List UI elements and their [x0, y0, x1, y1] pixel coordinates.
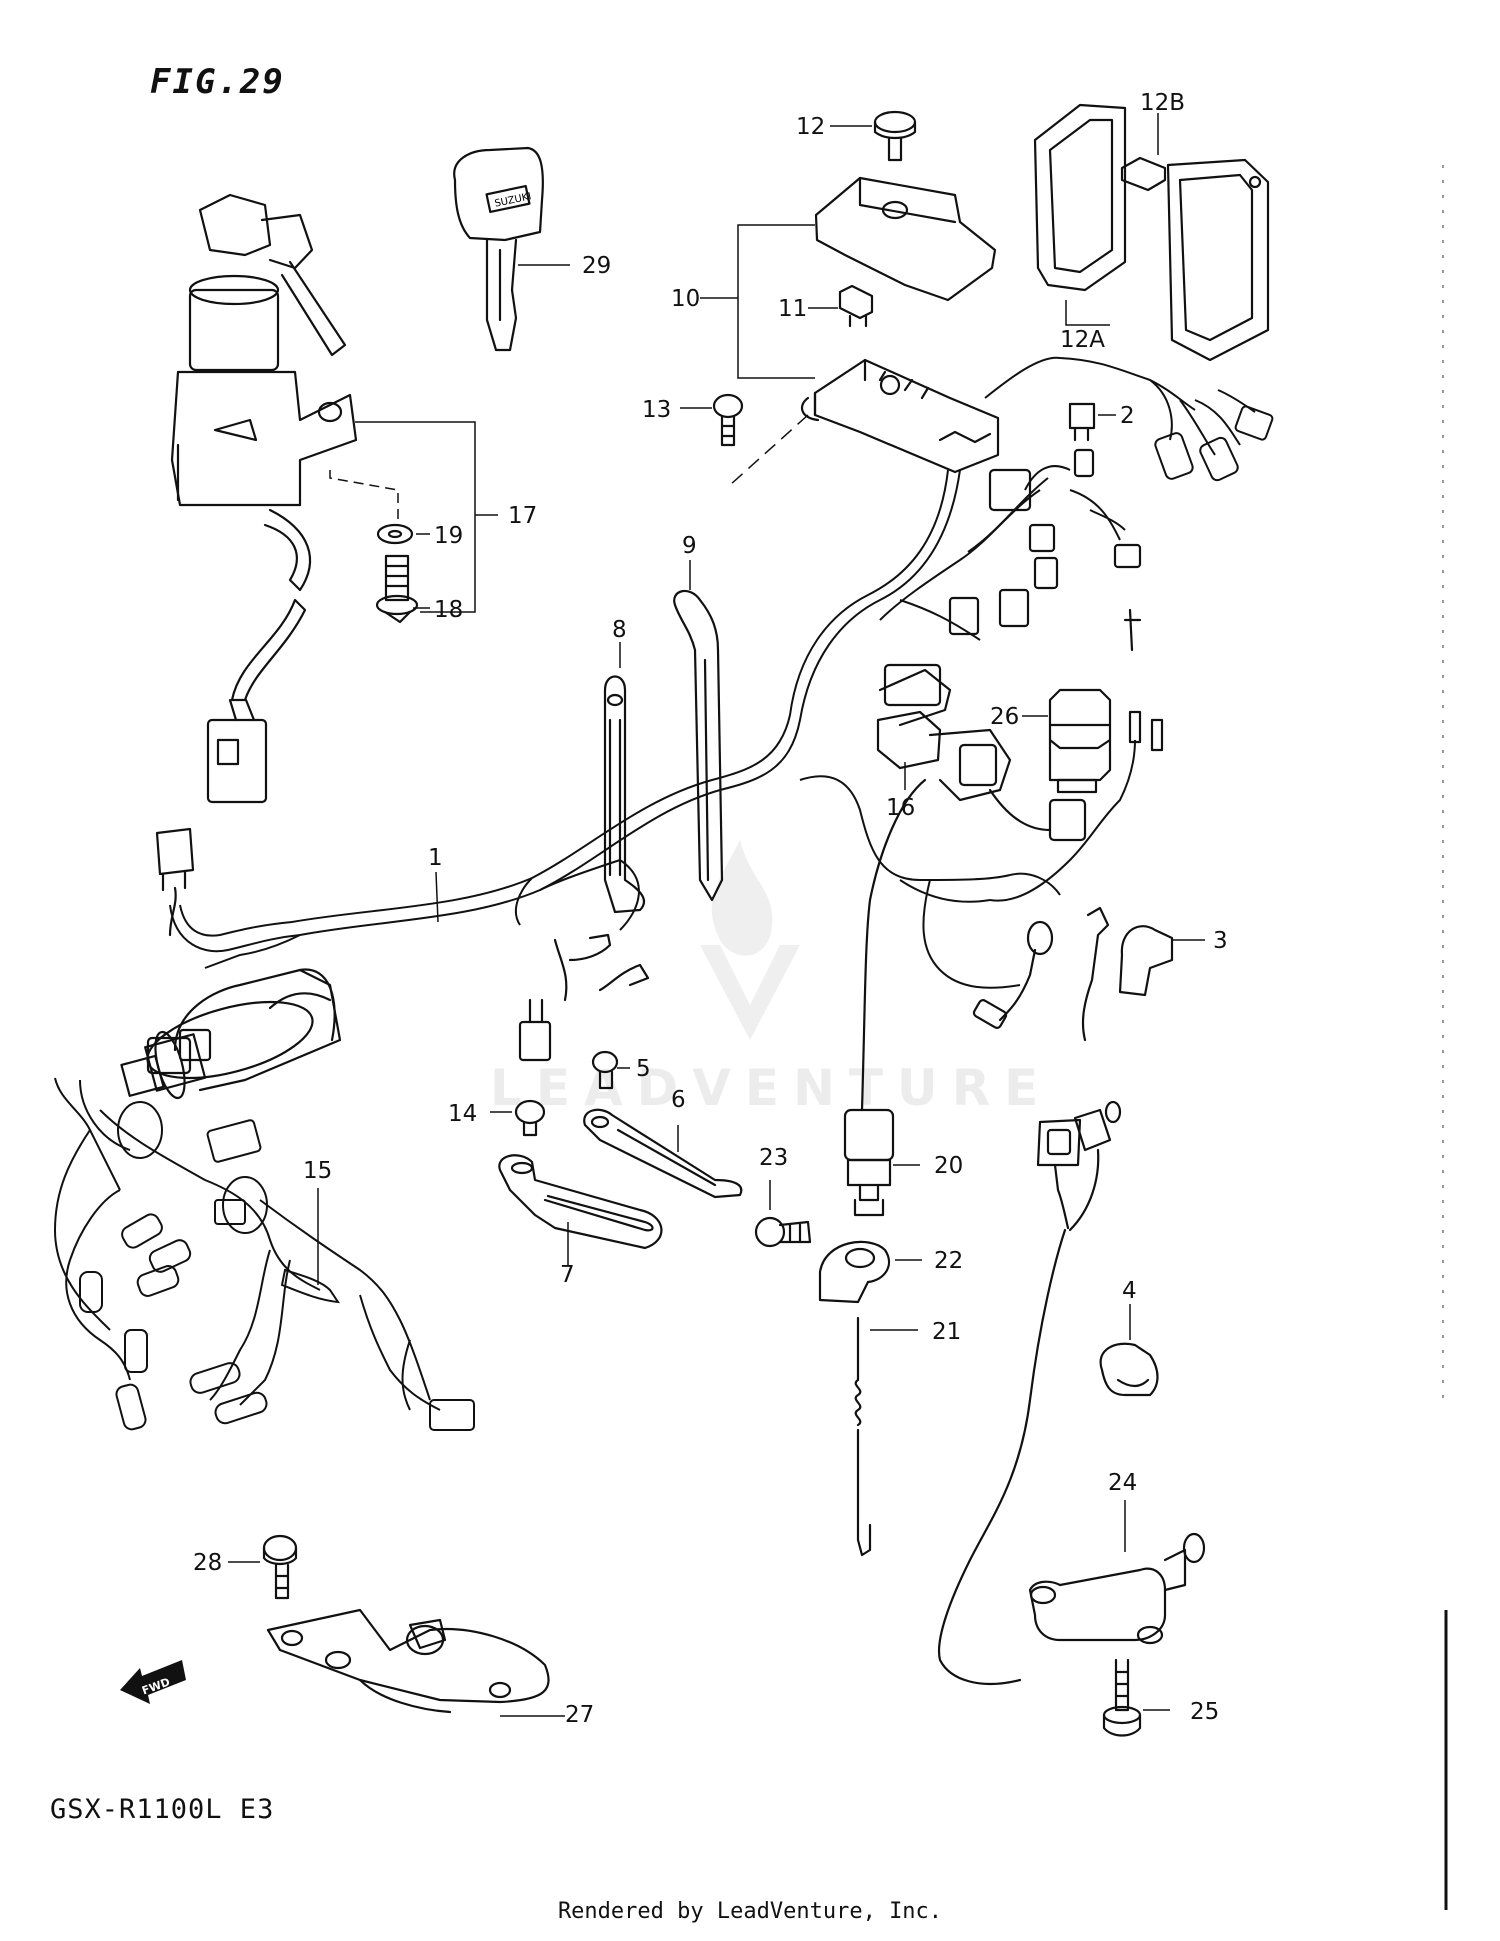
- callout-17: 17: [508, 503, 537, 529]
- callout-16: 16: [886, 795, 915, 821]
- relay-case-part-12a[interactable]: [1033, 103, 1270, 362]
- bolt-part-23[interactable]: [754, 1216, 812, 1248]
- bolt-part-25[interactable]: [1102, 1658, 1142, 1737]
- fuse-part-12b[interactable]: [1120, 156, 1167, 192]
- callout-27: 27: [565, 1702, 594, 1728]
- cap-part-3[interactable]: [1118, 925, 1174, 997]
- footer-credit: Rendered by LeadVenture, Inc.: [557, 1899, 943, 1924]
- callout-26: 26: [990, 704, 1019, 730]
- callout-22: 22: [934, 1248, 963, 1274]
- harness-left-body: [146, 968, 342, 1092]
- callout-23: 23: [759, 1145, 788, 1171]
- key-part-29[interactable]: [453, 146, 544, 352]
- callout-13: 13: [642, 397, 671, 423]
- main-harness-part-1[interactable]: [169, 465, 1136, 989]
- harness-upper-connectors: [883, 448, 1142, 707]
- callout-10: 10: [671, 286, 700, 312]
- connector-part-2[interactable]: [1068, 402, 1096, 442]
- callout-9: 9: [682, 533, 697, 559]
- callout-24: 24: [1108, 1470, 1137, 1496]
- leader-line: [1065, 300, 1110, 326]
- callout-1: 1: [428, 845, 443, 871]
- watermark-logo: [700, 840, 800, 1040]
- watermark-text: LEADVENTURE: [490, 1059, 1052, 1117]
- ignition-switch[interactable]: [170, 193, 358, 804]
- fuse-box-part-10[interactable]: [800, 358, 1000, 474]
- harness-upper-branch: [984, 356, 1274, 482]
- callout-12b: 12B: [1140, 90, 1185, 116]
- bracket-part-22[interactable]: [818, 1240, 891, 1304]
- leader-line: [435, 871, 439, 923]
- figure-title: FIG.29: [150, 62, 285, 102]
- clip-part-5[interactable]: [591, 1050, 619, 1090]
- harness-mid-connectors: [518, 933, 650, 1062]
- horn-part-27[interactable]: [266, 1608, 550, 1714]
- callout-12: 12: [796, 114, 825, 140]
- screw-part-14[interactable]: [514, 1099, 546, 1137]
- clamp-part-6[interactable]: [583, 1108, 743, 1199]
- sub-harness-part-15[interactable]: [53, 1077, 475, 1431]
- switch-part-24[interactable]: [938, 1100, 1206, 1685]
- harness-left-connectors: [120, 827, 332, 1100]
- washer-part-19[interactable]: [376, 523, 414, 545]
- callout-7: 7: [560, 1262, 575, 1288]
- callout-5: 5: [636, 1056, 651, 1082]
- model-code: GSX-R1100L E3: [50, 1794, 275, 1825]
- spring-part-21[interactable]: [854, 1316, 872, 1557]
- callout-2: 2: [1120, 403, 1135, 429]
- callout-12a: 12A: [1060, 327, 1105, 353]
- callout-18: 18: [434, 597, 463, 623]
- switch-part-20[interactable]: [843, 778, 927, 1217]
- bolt-part-18[interactable]: [375, 554, 419, 624]
- leader-line: [729, 414, 809, 486]
- relay-part-26[interactable]: [1048, 688, 1164, 794]
- cable-tie-part-8[interactable]: [603, 675, 646, 914]
- fuse-box-cover[interactable]: [814, 176, 997, 302]
- callout-28: 28: [193, 1550, 222, 1576]
- screw-part-12[interactable]: [873, 110, 917, 162]
- callout-25: 25: [1190, 1699, 1219, 1725]
- callout-6: 6: [671, 1087, 686, 1113]
- bracket-17: [355, 421, 476, 613]
- callout-21: 21: [932, 1319, 961, 1345]
- clamp-part-7[interactable]: [498, 1154, 663, 1250]
- callout-8: 8: [612, 617, 627, 643]
- callout-19: 19: [434, 523, 463, 549]
- callout-15: 15: [303, 1158, 332, 1184]
- terminal-lead: [972, 906, 1110, 1042]
- screw-part-13[interactable]: [712, 393, 744, 447]
- leader-line: [329, 470, 399, 520]
- bracket-10: [737, 224, 815, 379]
- callout-14: 14: [448, 1101, 477, 1127]
- fuse-part-11[interactable]: [838, 284, 874, 328]
- bolt-part-28[interactable]: [262, 1534, 298, 1600]
- callout-4: 4: [1122, 1278, 1137, 1304]
- callout-3: 3: [1213, 928, 1228, 954]
- clip-part-4[interactable]: [1099, 1342, 1159, 1397]
- fwd-arrow-icon: FWD: [120, 1660, 186, 1704]
- callout-29: 29: [582, 253, 611, 279]
- callout-11: 11: [778, 296, 807, 322]
- band-part-9[interactable]: [673, 589, 724, 902]
- connector-part-16[interactable]: [876, 668, 1087, 842]
- callout-20: 20: [934, 1153, 963, 1179]
